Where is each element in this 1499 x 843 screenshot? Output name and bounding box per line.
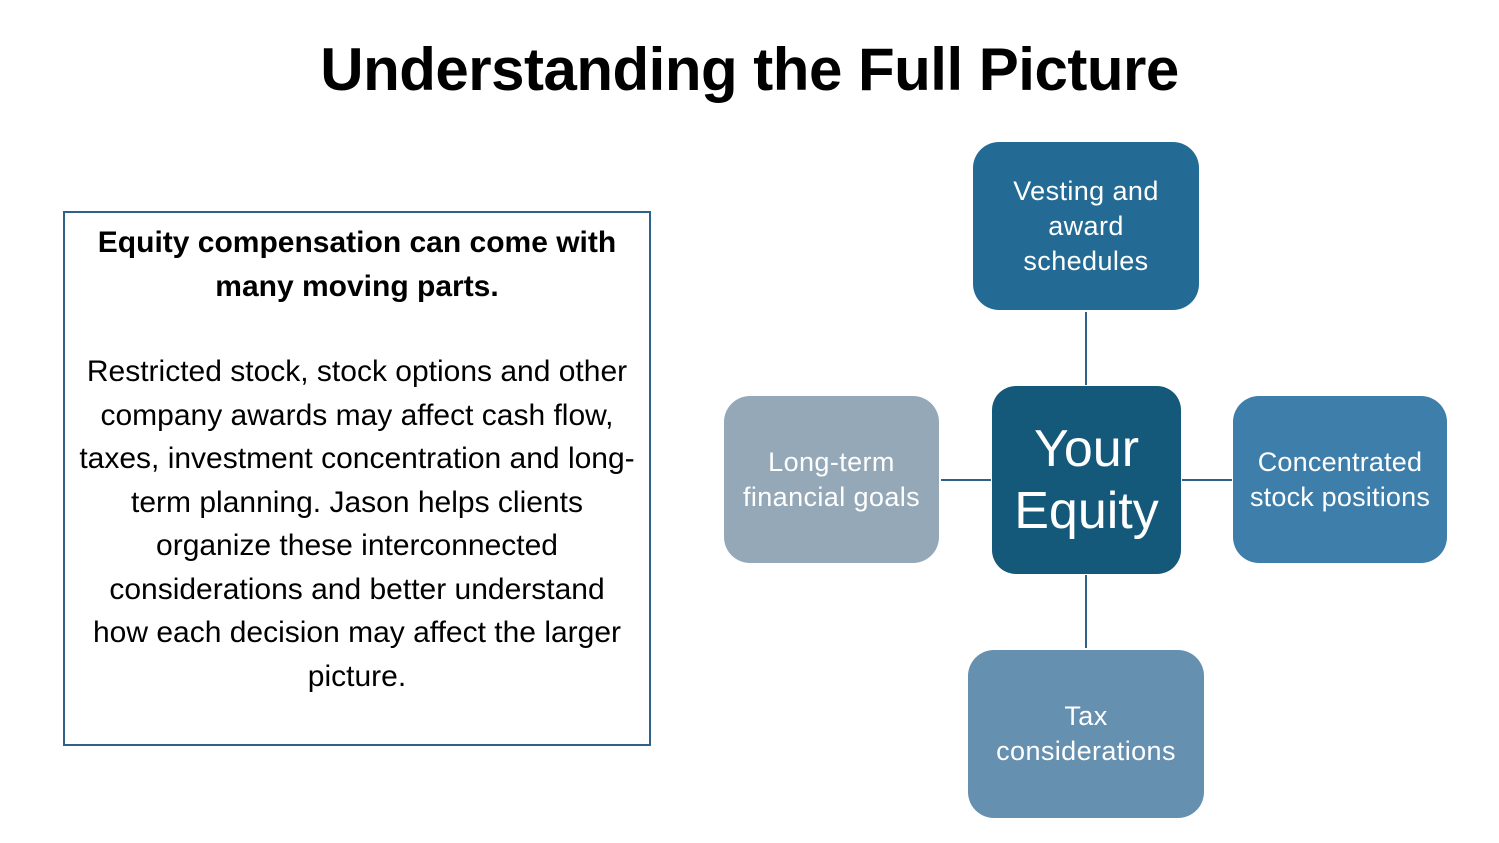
node-vesting-schedules: Vesting and award schedules xyxy=(973,142,1199,310)
node-your-equity: Your Equity xyxy=(992,386,1181,574)
node-your-equity-label: Your Equity xyxy=(1014,420,1159,540)
connector-right xyxy=(1182,479,1232,481)
node-long-term-goals: Long-term financial goals xyxy=(724,396,939,563)
node-concentrated-stock: Concentrated stock positions xyxy=(1233,396,1447,563)
connector-top xyxy=(1085,312,1087,385)
node-concentrated-stock-label: Concentrated stock positions xyxy=(1249,446,1431,512)
connector-left xyxy=(941,479,991,481)
connector-bottom xyxy=(1085,575,1087,648)
slide-title: Understanding the Full Picture xyxy=(320,36,1179,103)
node-vesting-schedules-label: Vesting and award schedules xyxy=(1013,175,1159,276)
node-long-term-goals-label: Long-term financial goals xyxy=(742,446,921,512)
description-body: Restricted stock, stock options and othe… xyxy=(79,355,635,693)
description-box: Equity compensation can come with many m… xyxy=(63,211,651,746)
node-tax-considerations-label: Tax considerations xyxy=(996,701,1176,766)
node-tax-considerations: Tax considerations xyxy=(968,650,1204,818)
description-lead: Equity compensation can come with many m… xyxy=(97,226,617,303)
